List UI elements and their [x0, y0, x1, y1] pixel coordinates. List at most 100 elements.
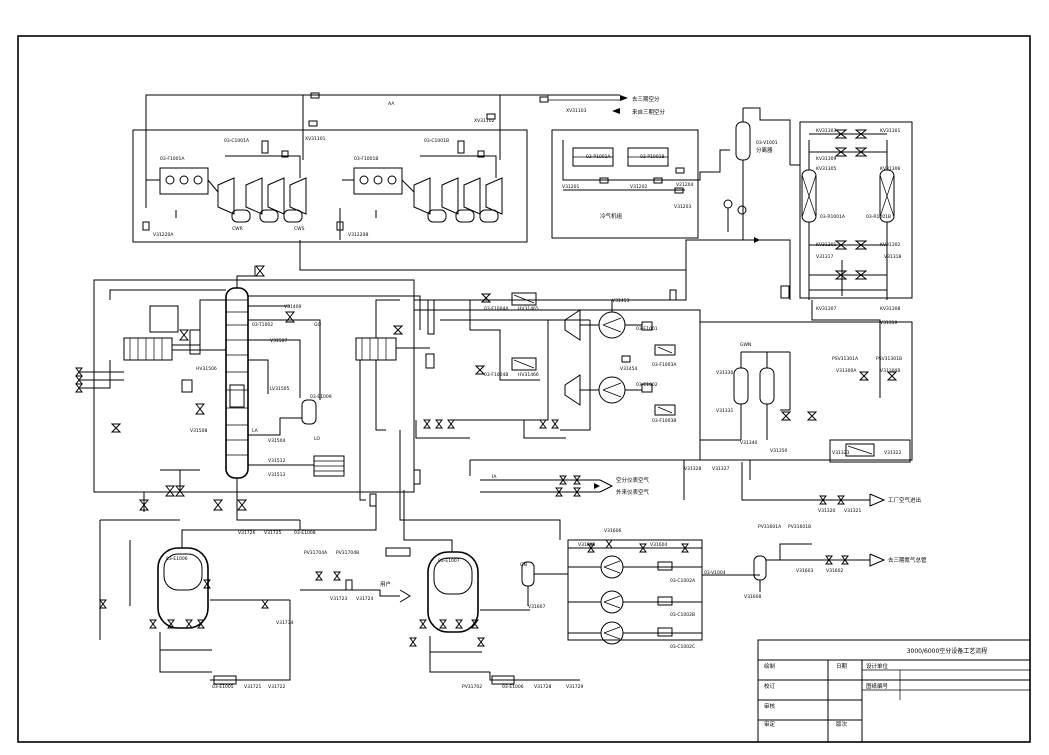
tag: XV31101	[305, 136, 326, 142]
tag: 03-E1002	[636, 382, 658, 388]
tb-r0-left: 绘制	[764, 662, 776, 670]
tag: PV31702	[462, 684, 482, 690]
tag: V31330	[716, 370, 734, 376]
regen-heater	[699, 300, 913, 501]
tag: KV31308	[880, 306, 900, 312]
tag: V31201	[562, 184, 580, 190]
refrigeration-unit	[551, 129, 730, 239]
tag: KV31301	[880, 128, 900, 134]
tag: 03-E1009	[310, 394, 332, 400]
tag: AA	[388, 101, 395, 107]
tag: V31607	[528, 604, 546, 610]
expander-section	[299, 240, 687, 531]
tag: V31409	[284, 304, 302, 310]
tag: KV31301	[816, 242, 836, 248]
tag: V21204	[676, 182, 694, 188]
tag: GO	[314, 322, 321, 328]
tag: XV31103	[566, 108, 587, 114]
tag: 03-F1004B	[484, 372, 508, 378]
adsorber-units	[780, 121, 913, 300]
tag: 03-F1001B	[354, 156, 378, 162]
compressor-trains	[132, 92, 620, 243]
tag: V31604	[650, 542, 668, 548]
tag: V31728	[534, 684, 552, 690]
tag: V31606	[604, 528, 622, 534]
tb-r1-left: 校订	[764, 682, 776, 690]
tag: PSV31301A	[832, 356, 859, 362]
tag: V31725	[264, 530, 282, 536]
tag: 03-P1001B	[640, 154, 665, 160]
tag: V31320	[818, 508, 836, 514]
tag: V31203	[674, 204, 692, 210]
tag: CWS	[294, 226, 305, 232]
note-n2-header: 去三期氮气总管	[888, 556, 927, 564]
tb-r3-left: 审定	[764, 720, 776, 728]
tag: 03-E1008	[294, 530, 316, 536]
tag: V31327	[712, 466, 730, 472]
tag: V31507	[270, 338, 288, 344]
tag: PV31704A	[304, 550, 328, 556]
tag: V31721	[244, 684, 262, 690]
tag: 03-F1003B	[652, 418, 676, 424]
tag: V31504	[268, 438, 286, 444]
tag: LA	[252, 428, 259, 434]
note-refrig-unit: 冷气机组	[600, 212, 623, 220]
tag: PSV31301B	[876, 356, 902, 362]
note-separator: 分离器	[756, 146, 773, 154]
tag: IA	[492, 474, 497, 480]
tag: HV31506	[196, 366, 217, 372]
tag: V31322	[884, 450, 902, 456]
tag: V31512	[268, 458, 286, 464]
note-to-phase3: 去三期空分	[632, 95, 660, 103]
tag: 03-E1005	[212, 684, 234, 690]
tag: V31726	[238, 530, 256, 536]
tag: 03-P1001A	[586, 154, 612, 160]
tb-r3-mid: 版次	[836, 720, 848, 728]
tag: KV31306	[880, 166, 900, 172]
tag: V31300B	[880, 368, 900, 374]
tag: V31734	[276, 620, 294, 626]
storage-tanks	[99, 490, 580, 685]
tag: V31318	[884, 254, 902, 260]
tag: V31202	[630, 184, 648, 190]
notes: 去三期空分 来自三期空分 冷气机组 分离器 空分仪表空气 外来仪表空气 工厂空气…	[380, 95, 927, 588]
tag: KV31302	[880, 242, 900, 248]
tag: V31340	[740, 440, 758, 446]
tag: LV31505	[270, 386, 290, 392]
tag-labels: XV31101 XV31102 XV31103 AA 03-C1001A 03-…	[153, 101, 902, 690]
note-from-phase3: 来自三期空分	[632, 108, 666, 116]
note-ext-inst-air: 外来仪表空气	[616, 488, 650, 496]
tag: KV31307	[816, 306, 836, 312]
tag: V31317	[816, 254, 834, 260]
tag: 03-T1002	[252, 322, 273, 328]
note-plant-air: 工厂空气进出	[888, 496, 921, 504]
nitrogen-compressors	[560, 539, 886, 645]
tag: V31453	[612, 298, 630, 304]
tag: 03-V1001	[756, 140, 778, 146]
tag: 03-C1001A	[224, 138, 250, 144]
tag: 03-E1006	[502, 684, 524, 690]
tag: PV31601B	[788, 524, 811, 530]
tag: 03-R1001A	[820, 214, 846, 220]
tag: HV31465	[518, 306, 539, 312]
tb-r0-mid: 日期	[836, 663, 848, 670]
tb-r2-left: 审核	[764, 702, 776, 710]
title-block: 3000/6000空分设备工艺流程 绘制 日期 设计单位 校订 图纸编号 审核 …	[757, 639, 1031, 743]
flow-markers	[594, 95, 760, 489]
tag: KV31309	[816, 156, 836, 162]
tag: V31454	[620, 366, 638, 372]
separator-vessel	[723, 107, 791, 240]
tag: KV31303	[816, 128, 836, 134]
drawing-frame	[17, 35, 1031, 743]
tag: 03-C1002C	[670, 644, 695, 650]
tag: XV31102	[474, 118, 495, 124]
tag: 03-F1004A	[484, 306, 509, 312]
tag: 03-E1006	[166, 556, 188, 562]
tag: PV31601A	[758, 524, 782, 530]
tag: PV31704B	[336, 550, 359, 556]
tag: 03-C1002A	[670, 578, 696, 584]
tag: V31723	[330, 596, 348, 602]
tag: 03-F1001A	[160, 156, 185, 162]
tag: LO	[314, 436, 320, 442]
tag: 03-F1003A	[652, 362, 677, 368]
